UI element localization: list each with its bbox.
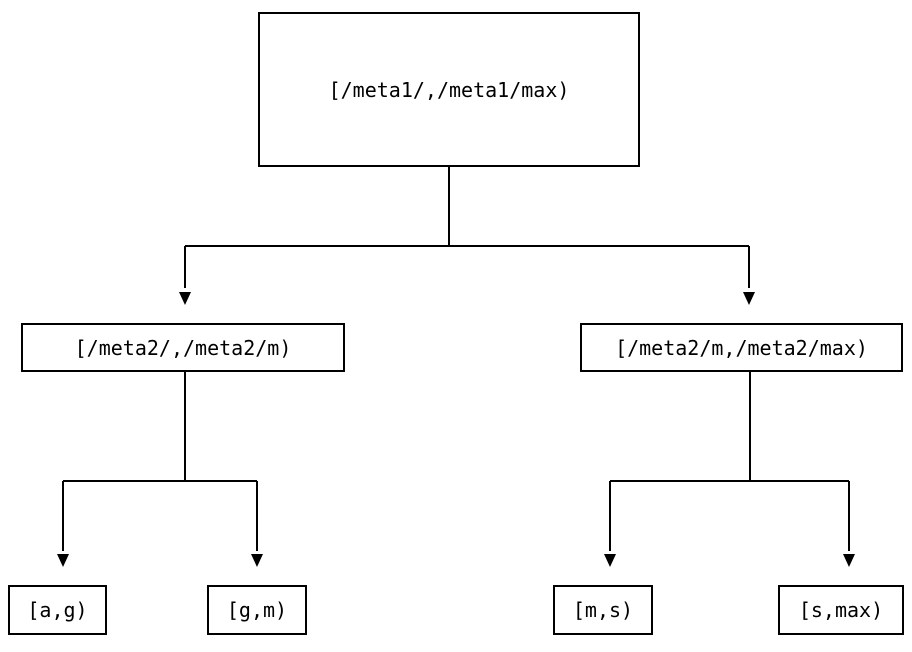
tree-node-mid-left-label: [/meta2/,/meta2/m)	[74, 335, 292, 360]
tree-node-mid-right[interactable]: [/meta2/m,/meta2/max)	[580, 323, 903, 372]
tree-node-leaf-gm[interactable]: [g,m)	[207, 585, 307, 635]
tree-node-leaf-smax[interactable]: [s,max)	[778, 585, 904, 635]
tree-node-root-label: [/meta1/,/meta1/max)	[328, 77, 570, 102]
arrowhead-leaf-gm-icon	[251, 554, 263, 567]
edge-midright-to-leaves	[604, 372, 855, 567]
tree-node-leaf-ms-label: [m,s)	[572, 598, 634, 622]
tree-node-leaf-ms[interactable]: [m,s)	[553, 585, 653, 635]
tree-node-leaf-ag-label: [a,g)	[27, 598, 88, 622]
edge-root-to-mid	[179, 167, 755, 305]
tree-node-leaf-smax-label: [s,max)	[798, 598, 884, 622]
tree-node-mid-left[interactable]: [/meta2/,/meta2/m)	[21, 323, 345, 372]
tree-node-leaf-gm-label: [g,m)	[226, 598, 288, 622]
edge-midleft-to-leaves	[57, 372, 263, 567]
tree-node-mid-right-label: [/meta2/m,/meta2/max)	[615, 335, 868, 360]
arrowhead-leaf-ms-icon	[604, 554, 616, 567]
tree-node-leaf-ag[interactable]: [a,g)	[8, 585, 107, 635]
arrowhead-leaf-smax-icon	[843, 554, 855, 567]
tree-node-root[interactable]: [/meta1/,/meta1/max)	[258, 12, 640, 167]
arrowhead-mid-right-icon	[743, 292, 755, 305]
arrowhead-mid-left-icon	[179, 292, 191, 305]
arrowhead-leaf-ag-icon	[57, 554, 69, 567]
